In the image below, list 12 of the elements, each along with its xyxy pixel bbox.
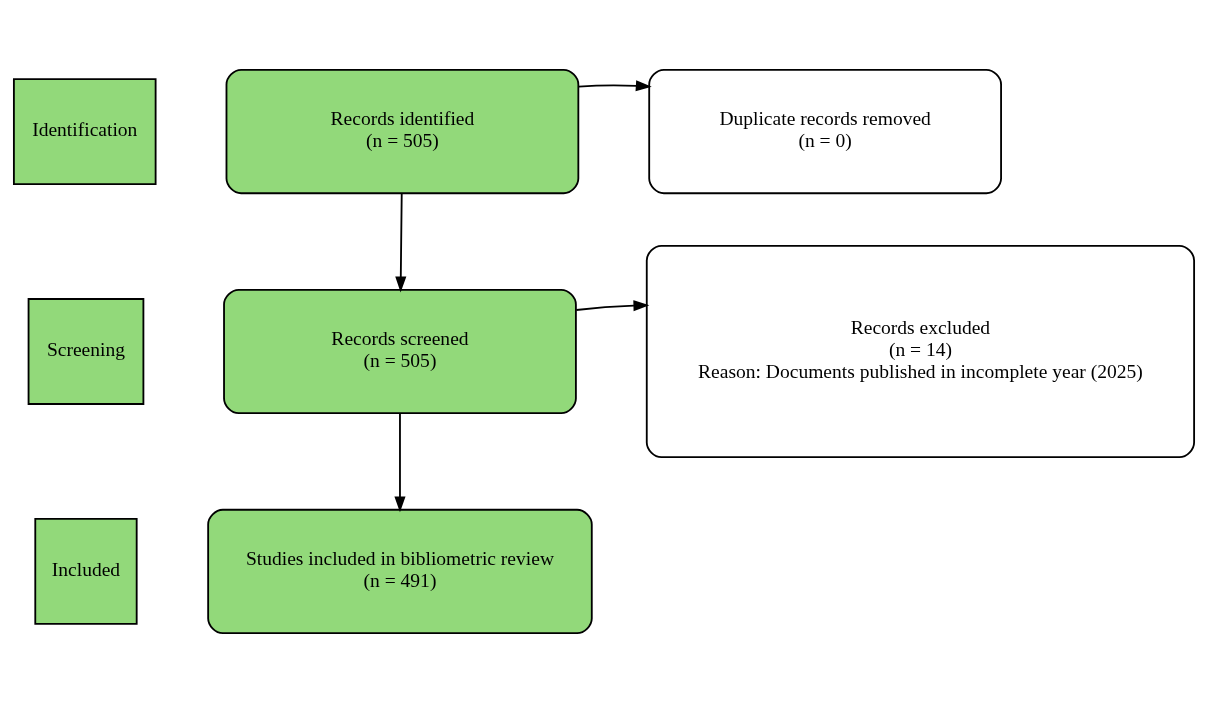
arrow (394, 411, 406, 512)
arrow (395, 191, 407, 292)
arrow (575, 299, 650, 311)
node-box: Identification (13, 77, 157, 185)
node-box: Records identified (n = 505) (225, 68, 580, 194)
node-box: Duplicate records removed (n = 0) (648, 68, 1002, 194)
node-box: Records screened (n = 505) (223, 288, 577, 414)
node-box: Records excluded (n = 14) Reason: Documents published in incomplete year (2025) (645, 244, 1195, 458)
node-box: Screening (27, 297, 145, 405)
arrow (577, 79, 652, 91)
node-box: Included (34, 517, 138, 625)
node-box: Studies included in bibliometric review (n = 491) (207, 508, 593, 634)
